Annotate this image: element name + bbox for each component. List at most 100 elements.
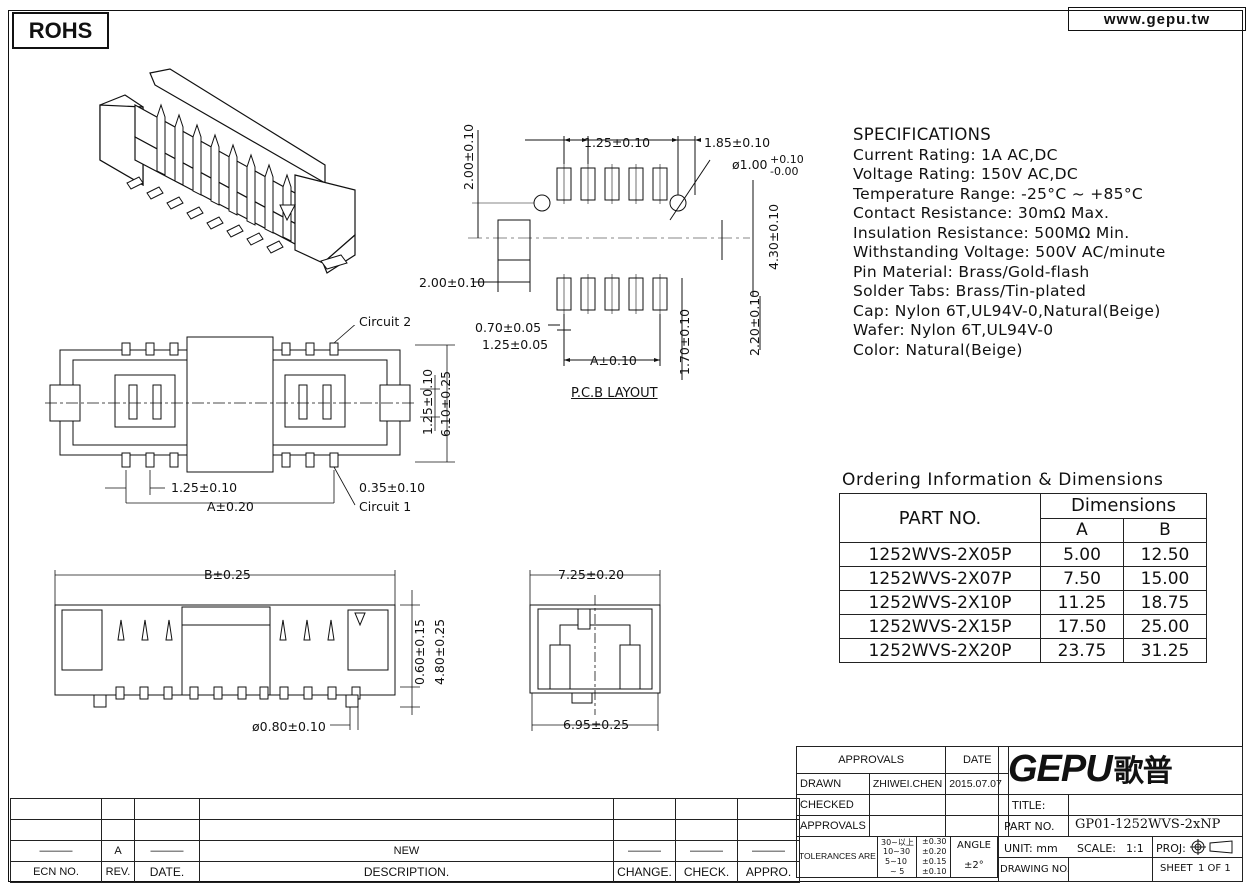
sheet-label: SHEET: [1160, 863, 1193, 874]
unit-row-divider: [998, 836, 1243, 837]
tol-value: ±0.10: [922, 867, 947, 876]
b-cell: 12.50: [1123, 542, 1207, 567]
pcb-dim-height-top: 2.00±0.10: [461, 123, 476, 190]
side-dim-top: 7.25±0.20: [558, 567, 625, 582]
website-label: www.gepu.tw: [1068, 7, 1246, 31]
scale-value: 1:1: [1126, 842, 1144, 855]
top-dim-width: 6.10±0.25: [438, 370, 453, 437]
col-dims-header: Dimensions: [1040, 493, 1207, 519]
col-a-header: A: [1040, 517, 1124, 543]
b-cell: 18.75: [1123, 590, 1207, 615]
pcb-layout-title: P.C.B LAYOUT: [571, 386, 658, 401]
side-view: [529, 570, 661, 731]
circuit-1-label: Circuit 1: [359, 499, 412, 514]
drawn-date: 2015.07.07: [945, 773, 1010, 795]
tol-range: 30~以上: [881, 838, 914, 847]
pcb-dim-pad-width: 0.70±0.05: [475, 320, 542, 335]
projection-symbol-icon: [1190, 839, 1233, 855]
revision-block: ——— A ——— NEW ————————— ECN NO. REV. DAT…: [10, 798, 800, 883]
b-cell: 15.00: [1123, 566, 1207, 591]
scale-divider: [1152, 836, 1153, 882]
company-logo: GEPU歌普: [1008, 746, 1173, 791]
angle-label: ANGLE: [957, 840, 991, 851]
checked-label: CHECKED: [796, 794, 870, 816]
tol-value: ±0.30: [922, 837, 947, 846]
logo-latin: GEPU: [1008, 748, 1113, 790]
appro-header: APPRO.: [737, 861, 800, 883]
pcb-layout-view: [468, 130, 761, 380]
logo-cjk: 歌普: [1113, 755, 1173, 788]
pcb-dim-a: A±0.10: [590, 353, 637, 368]
spec-line: Contact Resistance: 30mΩ Max.: [853, 204, 1110, 222]
part-cell: 1252WVS-2X20P: [839, 638, 1041, 663]
pcb-dim-edge: 1.85±0.10: [704, 135, 771, 150]
pcb-dim-tab-width: 2.00±0.10: [419, 275, 486, 290]
tol-range: ~ 5: [890, 867, 905, 876]
approvals-header: APPROVALS: [795, 746, 947, 774]
part-cell: 1252WVS-2X07P: [839, 566, 1041, 591]
approvals-label: APPROVALS: [796, 815, 870, 837]
specifications-block: SPECIFICATIONS Current Rating: 1A AC,DC …: [853, 125, 1166, 360]
rohs-mark: ROHS: [12, 12, 109, 49]
tol-range: 10~30: [883, 847, 911, 856]
tol-value: ±0.15: [922, 857, 947, 866]
spec-line: Temperature Range: -25°C ~ +85°C: [853, 184, 1143, 203]
change-header: CHANGE.: [613, 861, 676, 883]
front-dim-peg: ø0.80±0.10: [252, 719, 326, 734]
sheet-value: 1 OF 1: [1198, 863, 1231, 874]
top-dim-row: 1.25±0.10: [420, 368, 435, 435]
pcb-dim-hole: ø1.00: [732, 157, 768, 172]
partno-row-divider: [998, 815, 1243, 816]
drawing-row-divider: [998, 857, 1243, 858]
tol-value: ±0.20: [922, 847, 947, 856]
angle-value: ±2°: [964, 860, 984, 871]
tolerance-divider: [916, 836, 917, 878]
spec-line: Withstanding Voltage: 500V AC/minute: [853, 243, 1166, 261]
ordering-title: Ordering Information & Dimensions: [842, 470, 1164, 490]
date-col-header: DATE.: [134, 861, 200, 883]
drawn-label: DRAWN: [796, 773, 870, 795]
a-cell: 23.75: [1040, 638, 1124, 663]
front-dim-h2: 4.80±0.25: [432, 618, 447, 685]
a-cell: 5.00: [1040, 542, 1124, 567]
col-b-header: B: [1123, 517, 1207, 543]
spec-line: Wafer: Nylon 6T,UL94V-0: [853, 321, 1054, 339]
description-value: NEW: [199, 840, 614, 862]
part-no-label: PART NO.: [1004, 820, 1055, 833]
front-dim-b: B±0.25: [204, 567, 251, 582]
b-cell: 25.00: [1123, 614, 1207, 639]
pcb-dim-hole-tol-minus: -0.00: [770, 165, 799, 178]
part-cell: 1252WVS-2X10P: [839, 590, 1041, 615]
spec-line: Solder Tabs: Brass/Tin-plated: [853, 282, 1087, 300]
a-cell: 17.50: [1040, 614, 1124, 639]
part-cell: 1252WVS-2X15P: [839, 614, 1041, 639]
check-header: CHECK.: [675, 861, 738, 883]
pcb-dim-pad-len: 1.70±0.10: [677, 308, 692, 375]
spec-line: Current Rating: 1A AC,DC: [853, 145, 1058, 164]
front-dim-h1: 0.60±0.15: [412, 618, 427, 685]
a-cell: 11.25: [1040, 590, 1124, 615]
part-cell: 1252WVS-2X05P: [839, 542, 1041, 567]
scale-label: SCALE:: [1077, 842, 1116, 855]
front-view: [54, 570, 420, 730]
pcb-dim-pitch: 1.25±0.10: [584, 135, 651, 150]
pcb-dim-tab-len: 2.20±0.10: [747, 289, 762, 356]
a-cell: 7.50: [1040, 566, 1124, 591]
unit-label: UNIT: mm: [1004, 842, 1058, 855]
spec-line: Cap: Nylon 6T,UL94V-0,Natural(Beige): [853, 301, 1161, 320]
top-dim-pitch: 1.25±0.10: [171, 480, 238, 495]
title-row-divider: [998, 794, 1243, 795]
description-header: DESCRIPTION.: [199, 861, 614, 883]
title-label: TITLE:: [1012, 799, 1046, 812]
drawn-by: ZHIWEI.CHEN: [868, 773, 947, 795]
proj-label: PROJ:: [1156, 842, 1186, 855]
iso-view: [99, 68, 356, 274]
spec-line: Pin Material: Brass/Gold-flash: [853, 262, 1090, 281]
rev-value: A: [101, 840, 135, 862]
